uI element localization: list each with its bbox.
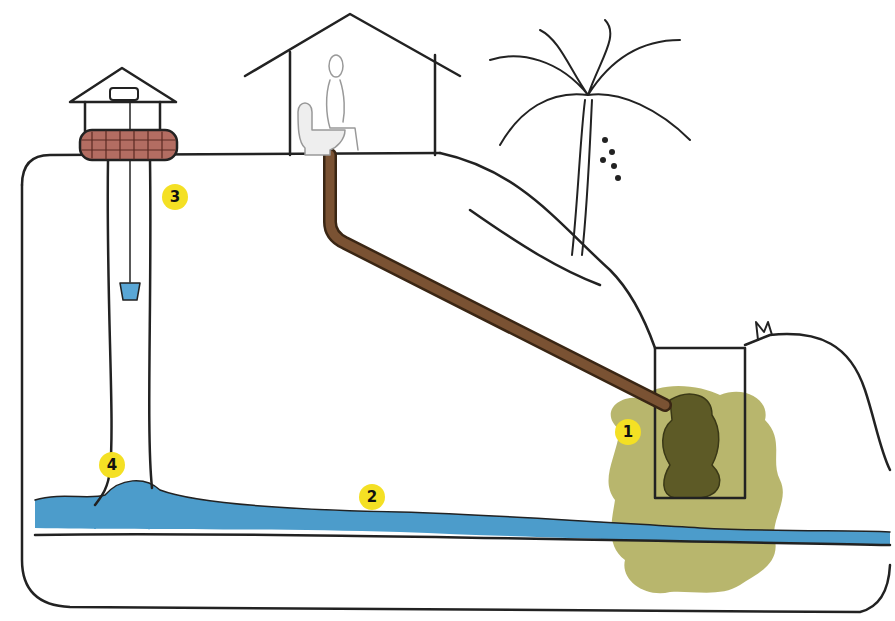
bucket (120, 283, 140, 300)
pipe (330, 155, 665, 405)
callout-number: 1 (615, 419, 641, 445)
hill (440, 153, 655, 348)
groundwater (35, 481, 890, 545)
well-wall (80, 130, 177, 160)
pit-contents (663, 394, 720, 498)
coconuts (600, 137, 621, 181)
person-head (329, 55, 343, 77)
person (327, 80, 358, 150)
hill-slope (470, 210, 600, 285)
crank (110, 88, 138, 100)
contamination-plume (609, 386, 783, 593)
callout-number: 2 (359, 484, 385, 510)
ground-body (22, 185, 890, 612)
hill-right (745, 334, 890, 470)
callout-number: 3 (162, 184, 188, 210)
soil-layer (35, 534, 890, 545)
pit (655, 348, 745, 498)
toilet (298, 103, 345, 155)
callout-number: 4 (99, 452, 125, 478)
well-roof (70, 68, 176, 102)
palm-trunk (572, 100, 592, 255)
house-roof (245, 14, 460, 76)
house-walls (290, 52, 435, 155)
palm-fronds (490, 20, 690, 145)
grass (756, 322, 772, 340)
water-edge (35, 481, 890, 532)
